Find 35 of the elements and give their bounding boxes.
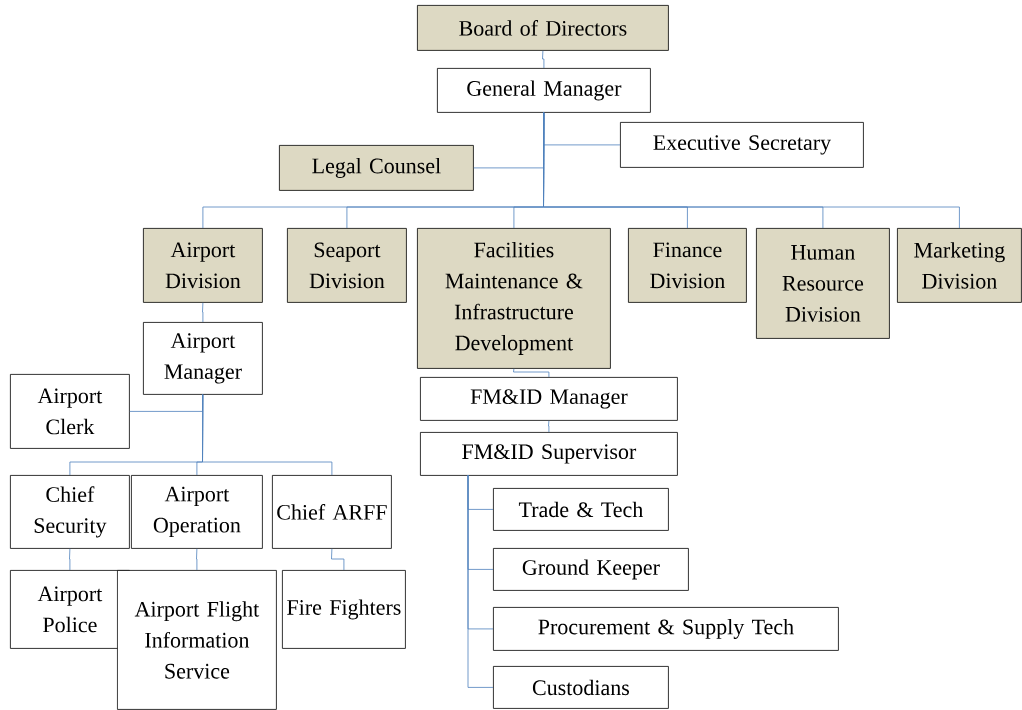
connector-line [543, 112, 960, 229]
position-box: FM&ID Supervisor [420, 432, 678, 476]
connector-line [473, 111, 544, 169]
connector-line [542, 50, 545, 69]
position-box: Chief ARFF [272, 475, 392, 549]
connector-line [467, 474, 494, 688]
division-box: Marketing Division [897, 228, 1022, 303]
division-box: Finance Division [628, 228, 747, 303]
position-box: Trade & Tech [493, 488, 669, 531]
connector-line [69, 548, 71, 571]
division-box: Airport Division [143, 228, 263, 303]
connector-line [548, 420, 550, 433]
position-box: FM&ID Manager [420, 377, 678, 421]
position-box: Fire Fighters [282, 570, 406, 649]
position-box: Chief Security [10, 475, 130, 549]
connector-line [196, 548, 198, 571]
position-box: Airport Police [10, 570, 130, 649]
position-box: General Manager [437, 68, 651, 113]
connector-line [202, 302, 204, 323]
position-box: Custodians [493, 666, 669, 709]
division-box: Board of Directors [417, 5, 669, 51]
division-box: Legal Counsel [279, 145, 474, 191]
connector-line [129, 393, 203, 412]
division-box: Human Resource Division [756, 228, 890, 339]
position-box: Procurement & Supply Tech [493, 607, 839, 651]
connector-line [513, 368, 550, 378]
position-box: Executive Secretary [620, 122, 864, 168]
position-box: Airport Operation [131, 475, 263, 549]
position-box: Airport Manager [143, 322, 263, 395]
division-box: Seaport Division [287, 228, 407, 303]
position-box: Airport Clerk [10, 374, 130, 449]
connector-line [202, 394, 333, 476]
division-box: Facilities Maintenance & Infrastructure Development [417, 228, 611, 369]
connector-line [331, 548, 345, 571]
position-box: Ground Keeper [493, 548, 689, 591]
